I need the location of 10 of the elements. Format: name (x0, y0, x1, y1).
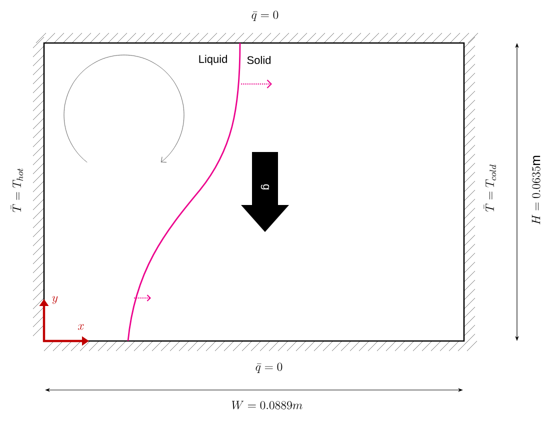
dimension-label: $H = 0.0635\mathrm{m}$ (532, 156, 540, 224)
region-label: Solid (247, 56, 271, 64)
region-label: Liquid (199, 54, 227, 66)
boundary-condition: $\bar{T} = T_{cold}$ (484, 164, 496, 212)
boundary-condition: $\bar{q} = 0$ (252, 10, 278, 22)
boundary-condition: $\bar{q} = 0$ (256, 362, 282, 374)
axis-label: $y$ (52, 296, 58, 304)
dimension-label: $W = 0.0889m$ (232, 400, 302, 410)
boundary-condition: $\bar{T} = T_{hot}$ (10, 168, 24, 212)
axis-label: $x$ (78, 324, 84, 330)
